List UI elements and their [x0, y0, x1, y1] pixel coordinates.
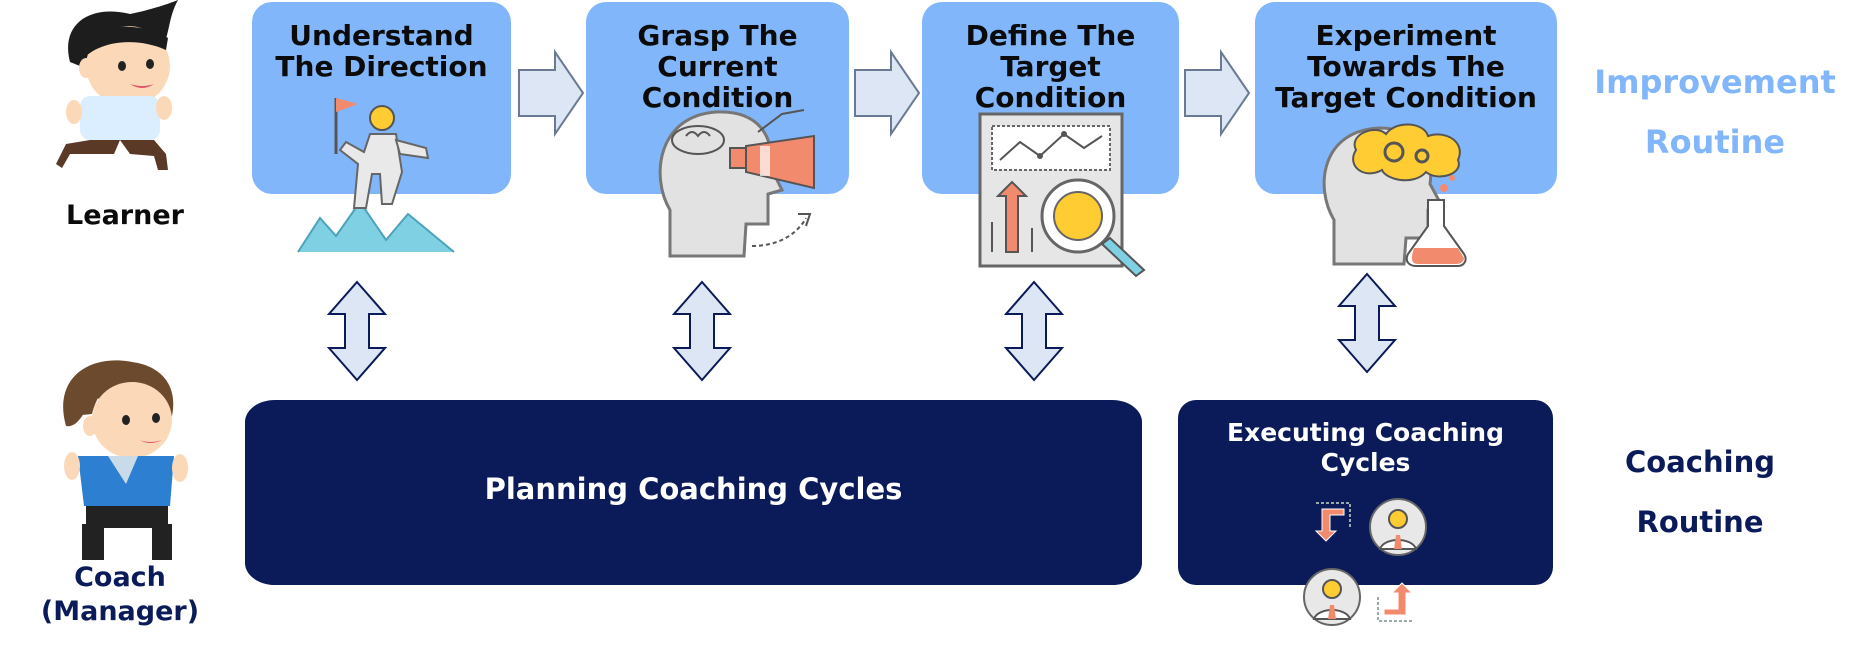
planning-coaching-cycles-box: Planning Coaching Cycles — [245, 400, 1142, 585]
coaching-routine-label: Coaching Routine — [1570, 432, 1830, 552]
executing-label-line: Cycles — [1320, 448, 1411, 477]
routine-line: Routine — [1636, 505, 1764, 539]
head-telescope-icon — [658, 109, 815, 258]
step-title-line: Towards The — [1307, 50, 1505, 83]
coaching-cycle-icon — [1303, 498, 1427, 626]
flow-arrow-right-icon — [854, 48, 921, 138]
executing-label-line: Executing Coaching — [1227, 418, 1504, 447]
step-title-line: The Direction — [275, 50, 488, 83]
coach-label-line2: (Manager) — [40, 596, 200, 627]
improvement-routine-label: Improvement Routine — [1585, 52, 1845, 172]
step-experiment-towards-target: Experiment Towards The Target Condition — [1255, 2, 1557, 194]
step-title-line: Grasp The — [637, 19, 798, 52]
step-title-line: Current — [657, 50, 778, 83]
planning-label: Planning Coaching Cycles — [484, 472, 903, 506]
chart-magnifier-icon — [978, 112, 1146, 278]
coach-avatar-icon — [63, 360, 188, 560]
learner-avatar-icon — [56, 0, 178, 170]
climber-flag-icon — [297, 98, 455, 253]
vertical-double-arrow-icon — [326, 280, 388, 382]
step-title-line: Target Condition — [1275, 81, 1537, 114]
flow-arrow-right-icon — [1184, 48, 1251, 138]
step-title-line: Condition — [641, 81, 794, 114]
step-title-line: Target — [1000, 50, 1101, 83]
routine-line: Routine — [1644, 123, 1786, 161]
step-title-line: Condition — [974, 81, 1127, 114]
step-title-line: Understand — [289, 19, 474, 52]
coach-label-line1: Coach — [74, 562, 166, 593]
head-flask-icon — [1322, 123, 1467, 267]
vertical-double-arrow-icon — [1003, 280, 1065, 382]
routine-line: Coaching — [1625, 445, 1775, 479]
step-title-line: Experiment — [1315, 19, 1497, 52]
executing-coaching-cycles-box: Executing Coaching Cycles — [1178, 400, 1553, 585]
learner-label: Learner — [66, 200, 184, 231]
vertical-double-arrow-icon — [1336, 272, 1398, 374]
flow-arrow-right-icon — [518, 48, 585, 138]
step-title-line: Define The — [965, 19, 1136, 52]
vertical-double-arrow-icon — [671, 280, 733, 382]
routine-line: Improvement — [1594, 63, 1836, 101]
